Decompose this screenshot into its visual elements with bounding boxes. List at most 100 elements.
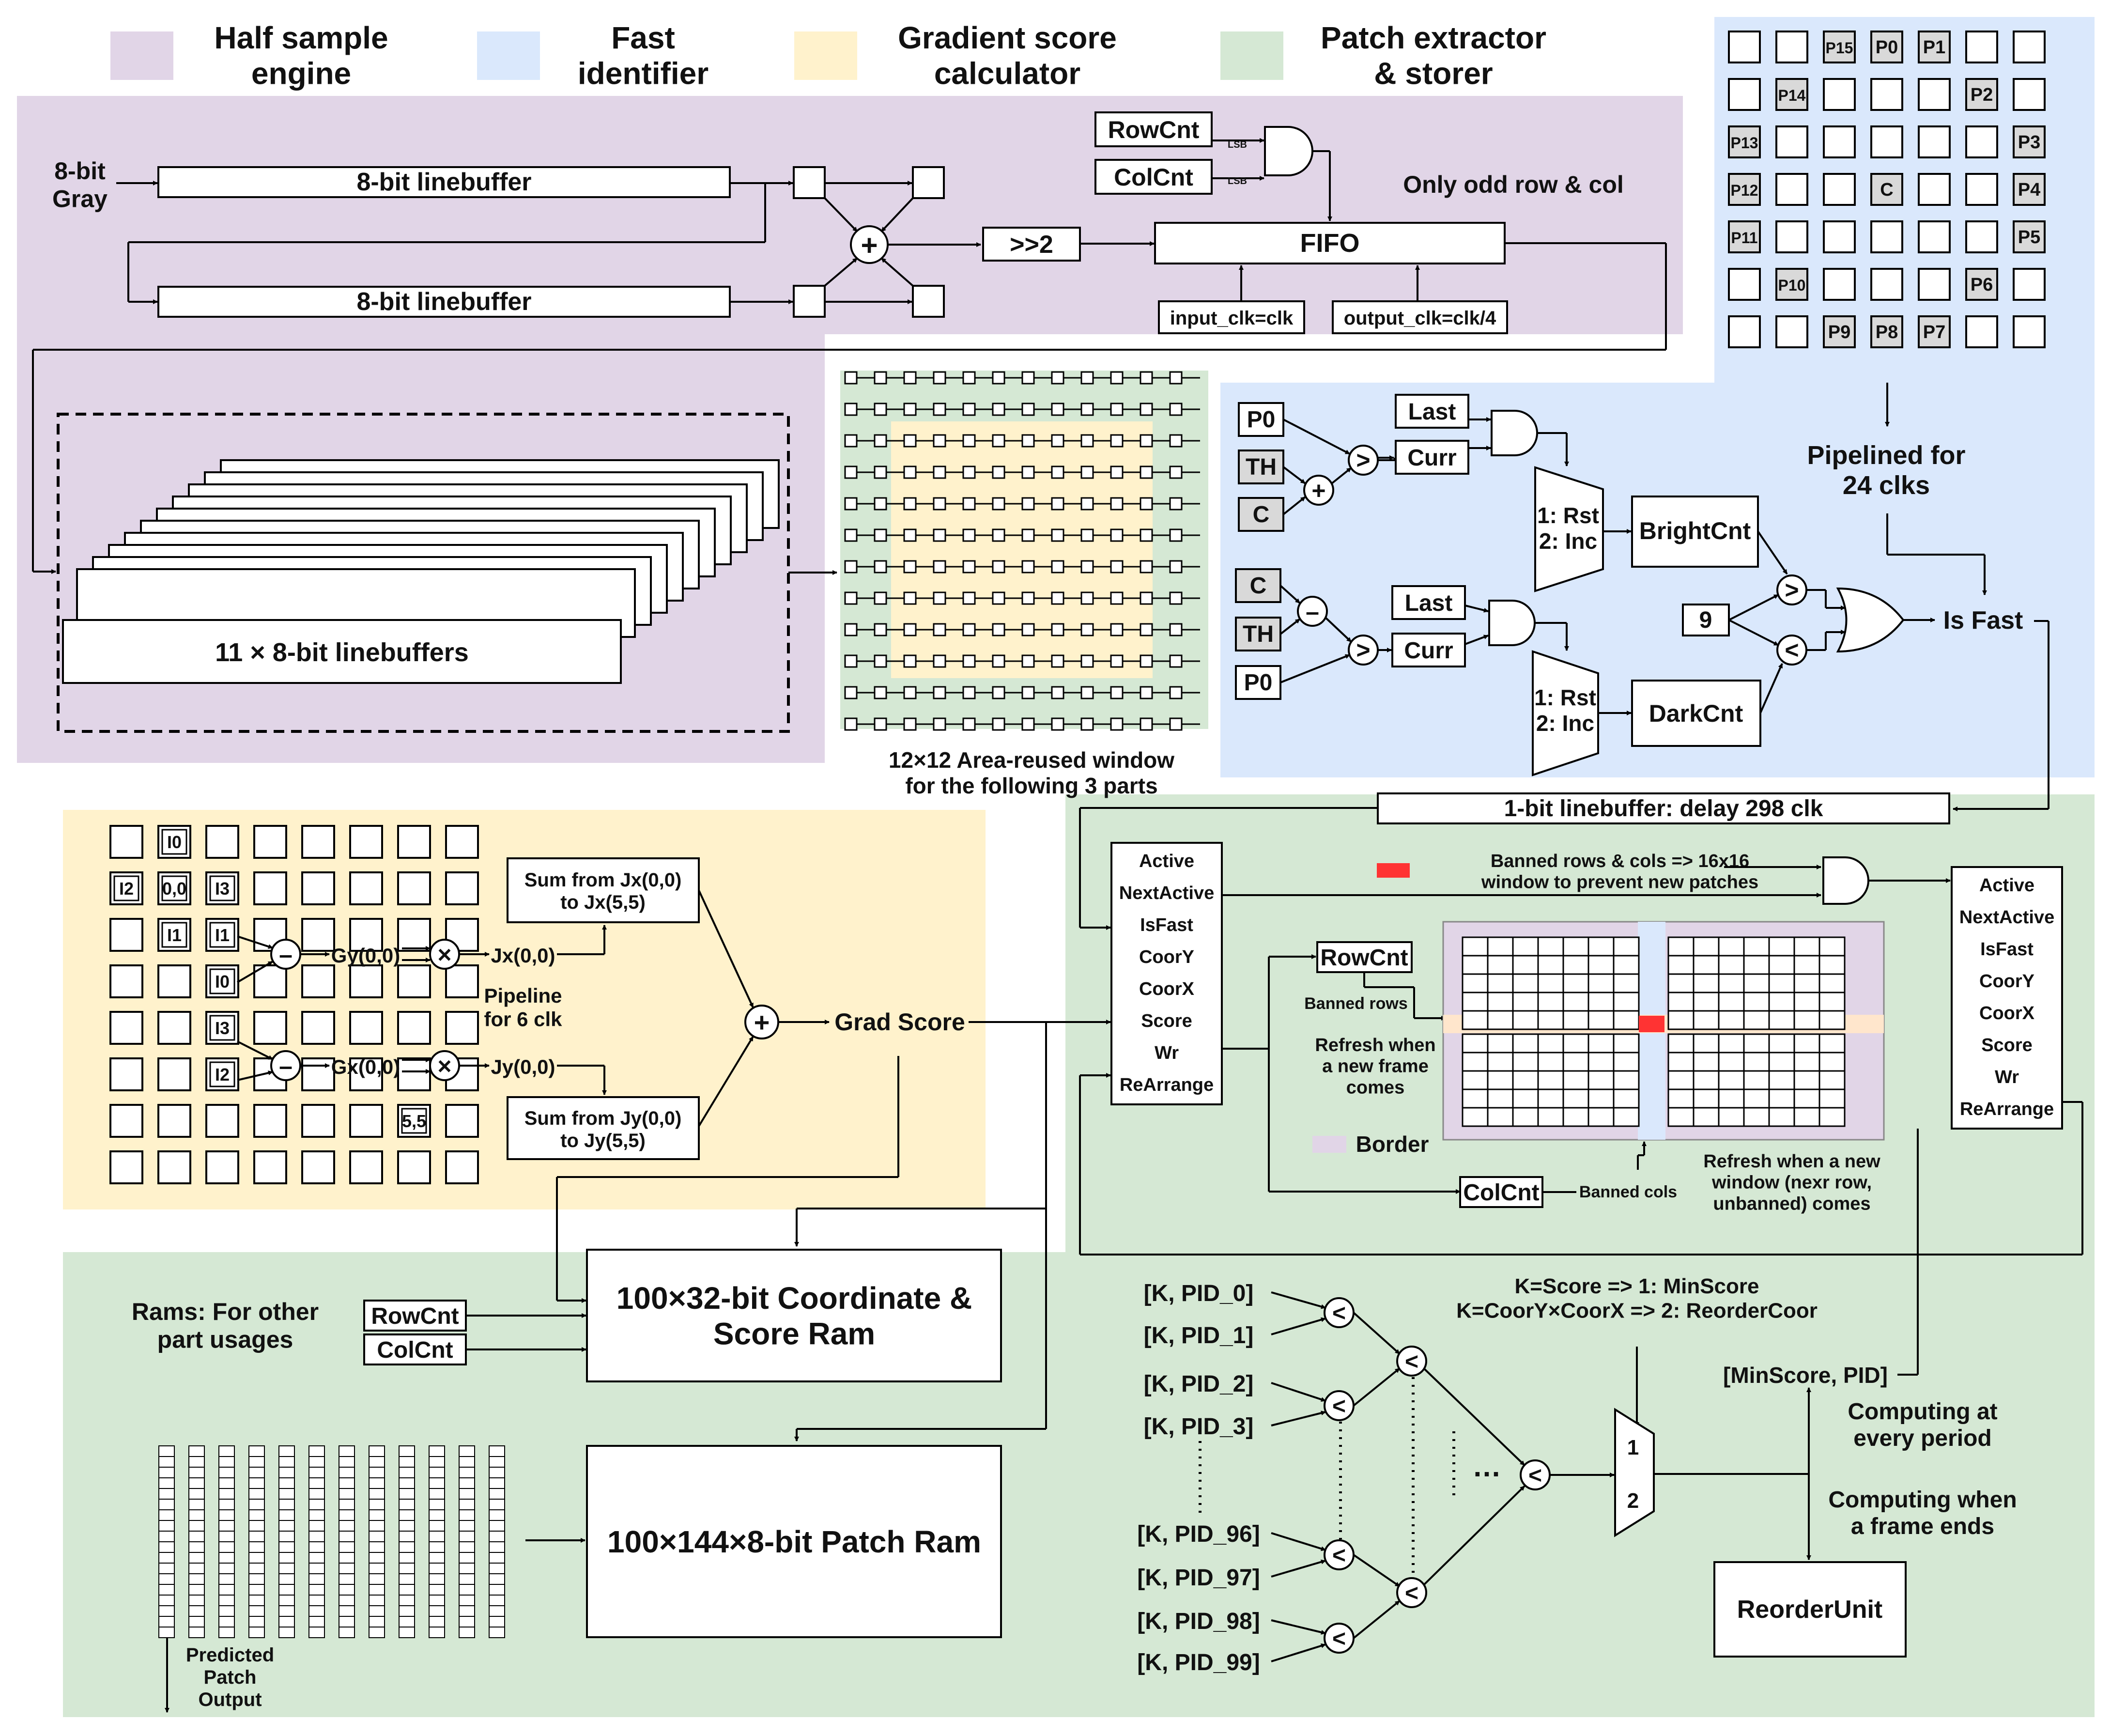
window-cell (874, 591, 887, 605)
ban-grid-cell (1768, 1088, 1795, 1109)
patch-cell (188, 1456, 205, 1468)
patch-cell (278, 1456, 295, 1468)
patch-cell (429, 1627, 445, 1638)
patch-ram-label: 100×144×8-bit Patch Ram (607, 1524, 981, 1559)
fast-grid-label: P7 (1923, 322, 1945, 342)
patch-cell (308, 1627, 325, 1638)
patch-cell (158, 1531, 175, 1542)
window-cell (1051, 403, 1064, 416)
window-cell (1051, 686, 1064, 699)
patch-cell (308, 1499, 325, 1510)
ban-grid-cell (1768, 1010, 1795, 1030)
window-cell (933, 371, 946, 385)
patch-cell (459, 1445, 475, 1457)
patch-cell (188, 1520, 205, 1532)
window-cell (1051, 591, 1064, 605)
patch-cell (429, 1488, 445, 1500)
patch-cell (459, 1627, 475, 1638)
curr-label-bot: Curr (1404, 638, 1453, 664)
patch-cell (218, 1509, 235, 1521)
svg-text:>: > (1785, 576, 1799, 604)
patch-cell (248, 1456, 265, 1468)
ban-grid-cell (1512, 973, 1539, 993)
ban-grid-cell (1743, 955, 1770, 975)
fields-out-list: ActiveNextActiveIsFastCoorYCoorXScoreWrR… (1959, 875, 2054, 1119)
ban-grid-cell (1462, 936, 1489, 957)
ban-grid-cell (1793, 1070, 1820, 1090)
colcnt-box (1094, 159, 1213, 195)
svg-text:<: < (1332, 1626, 1346, 1652)
patch-cell (459, 1595, 475, 1606)
window-cell (1140, 654, 1153, 668)
patch-cell (188, 1467, 205, 1478)
fast-grid-cell (1870, 31, 1903, 63)
patch-cell (459, 1467, 475, 1478)
window-cell (1021, 434, 1035, 448)
p0-box-bot (1235, 665, 1281, 700)
patch-cell (489, 1488, 505, 1500)
field-out-label: Score (1981, 1035, 2033, 1055)
gy-label: Gy(0,0) (331, 944, 400, 967)
window-cell (844, 434, 858, 448)
window-cell (874, 686, 887, 699)
kpid-label: [K, PID_96] (1137, 1521, 1260, 1547)
patch-cell (339, 1616, 355, 1628)
ban-grid-cell (1613, 1107, 1640, 1127)
patch-cell (158, 1563, 175, 1574)
mux-1-label: 1 (1627, 1436, 1639, 1459)
window-cell (903, 560, 917, 574)
patch-cell (278, 1467, 295, 1478)
fast-grid-cell (1823, 315, 1856, 348)
and-gate (1264, 126, 1313, 176)
ban-grid-cell (1818, 1107, 1846, 1127)
window-cell (933, 591, 946, 605)
fast-grid-label: C (1880, 180, 1893, 200)
patch-cell (489, 1509, 505, 1521)
and-gate-top (1491, 410, 1538, 456)
p0-label-top: P0 (1247, 407, 1276, 433)
field-out-label: NextActive (1959, 907, 2054, 928)
grad-grid-cell (349, 1057, 383, 1091)
patch-cell (339, 1499, 355, 1510)
window-cell (1051, 465, 1064, 479)
patch-cell (248, 1595, 265, 1606)
patch-cell (278, 1584, 295, 1596)
plus-circle (1303, 475, 1334, 506)
grad-grid-cell (205, 825, 239, 859)
patch-cell (308, 1573, 325, 1585)
window-cell (1021, 591, 1035, 605)
ban-grid-cell (1462, 1070, 1489, 1090)
patch-cell (278, 1563, 295, 1574)
patch-cell (429, 1541, 445, 1553)
window-cell (933, 528, 946, 542)
window-cell (1051, 434, 1064, 448)
patch-cell (459, 1616, 475, 1628)
grad-grid-cell (109, 918, 143, 952)
patch-cell (459, 1488, 475, 1500)
grad-grid-cell (157, 1057, 191, 1091)
ban-grid-cell (1562, 1052, 1589, 1072)
window-cell (1110, 371, 1124, 385)
window-cell (844, 371, 858, 385)
ban-grid-cell (1768, 955, 1795, 975)
ban-grid-cell (1768, 1052, 1795, 1072)
patch-cell (369, 1445, 385, 1457)
fast-grid-label: P3 (2018, 132, 2040, 153)
patch-cell (188, 1445, 205, 1457)
window-cell (874, 528, 887, 542)
patch-cell (459, 1605, 475, 1617)
banned-swatch (1377, 863, 1410, 878)
ban-grid-cell (1667, 992, 1695, 1012)
ban-grid-cell (1537, 1088, 1564, 1109)
ban-grid-cell (1562, 1033, 1589, 1054)
ban-grid-cell (1693, 992, 1720, 1012)
c-box-bot (1235, 568, 1281, 603)
dark-cnt (1631, 680, 1761, 747)
patch-cell (158, 1509, 175, 1521)
patch-cell (429, 1445, 445, 1457)
patch-cell (308, 1616, 325, 1628)
legend-swatch-fast (477, 31, 540, 80)
patch-cell (218, 1467, 235, 1478)
